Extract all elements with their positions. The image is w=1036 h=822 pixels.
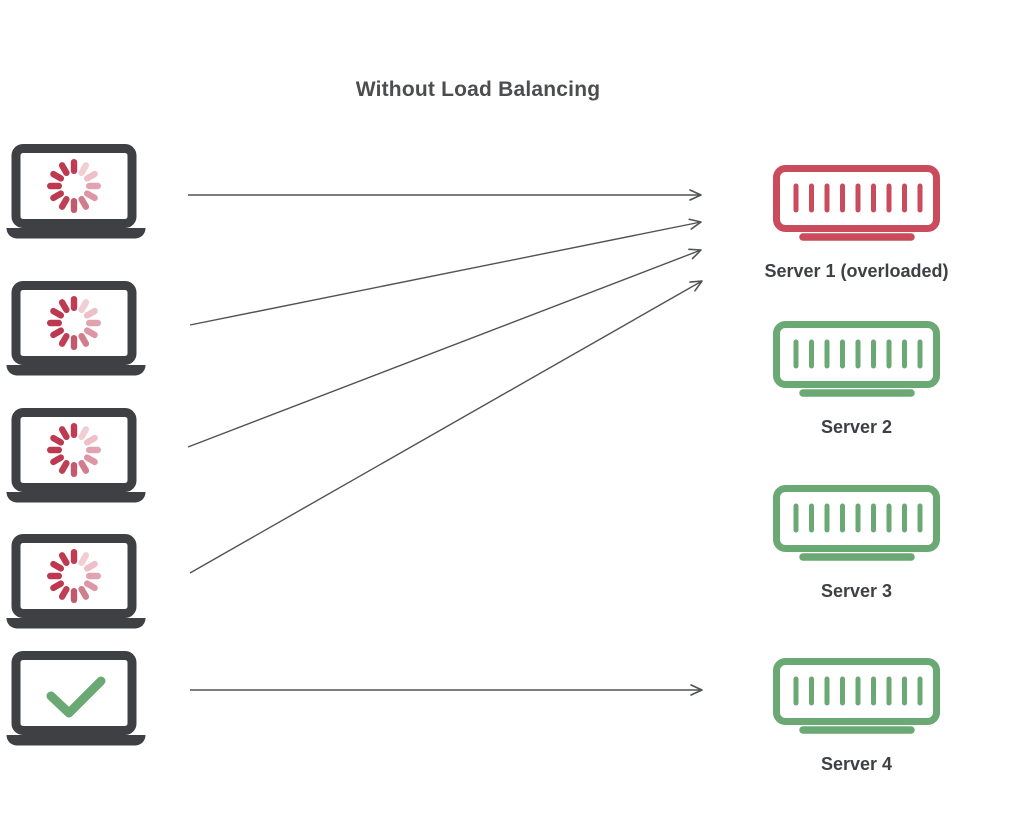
request-arrow-client-4-to-server-1 [189, 280, 703, 574]
request-arrow-client-3-to-server-1 [187, 248, 702, 448]
check-icon [46, 676, 106, 718]
loading-spinner-icon [47, 423, 101, 477]
loading-spinner-icon [47, 549, 101, 603]
server-label: Server 2 [820, 417, 893, 437]
laptop-icon [6, 144, 146, 239]
client-laptop [5, 281, 147, 376]
client-laptop [5, 144, 147, 239]
loading-spinner-icon [47, 159, 101, 213]
client-laptop [5, 408, 147, 503]
server-icon [773, 321, 940, 397]
diagram-title: Without Load Balancing [355, 78, 601, 101]
server-icon [773, 165, 940, 241]
laptop-icon [6, 651, 146, 746]
laptop-icon [6, 408, 146, 503]
server-label: Server 3 [820, 581, 893, 601]
server-icon [773, 658, 940, 734]
client-laptop [5, 651, 147, 746]
server-label: Server 1 (overloaded) [764, 261, 949, 281]
loading-spinner-icon [47, 296, 101, 350]
server-icon [773, 485, 940, 561]
request-arrow-client-2-to-server-1 [189, 218, 702, 326]
server-2: Server 2 [773, 321, 940, 437]
server-1: Server 1 (overloaded) [764, 165, 949, 281]
server-3: Server 3 [773, 485, 940, 601]
server-4: Server 4 [773, 658, 940, 774]
laptop-icon [6, 534, 146, 629]
server-label: Server 4 [820, 754, 893, 774]
laptop-icon [6, 281, 146, 376]
client-laptop [5, 534, 147, 629]
